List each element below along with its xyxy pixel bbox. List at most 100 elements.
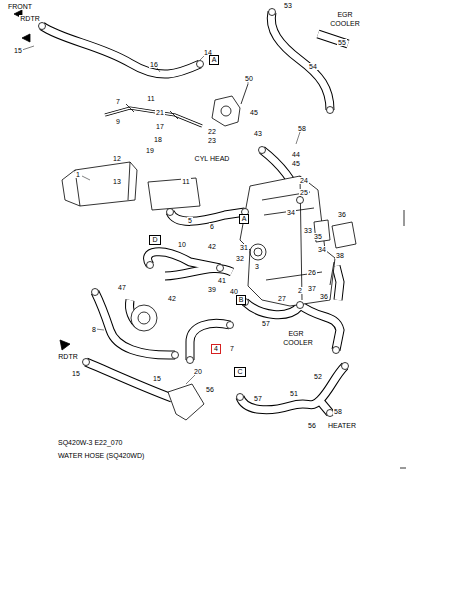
water-pipe — [105, 108, 202, 126]
box-letter: C — [237, 368, 242, 375]
oil-cooler-port — [138, 312, 150, 324]
callout-number: 50 — [244, 75, 254, 82]
callout-number: RDTR — [19, 15, 40, 22]
box-letter: D — [152, 236, 157, 243]
reference-box: 4 — [211, 344, 221, 354]
box-letter: 4 — [214, 345, 218, 352]
page-mark — [400, 468, 406, 469]
reference-box: D — [149, 235, 160, 245]
page-mark — [404, 210, 405, 226]
callout-number: 6 — [209, 223, 215, 230]
callout-number: 20 — [193, 368, 203, 375]
callout-number: 36 — [337, 211, 347, 218]
callout-number: 21 — [155, 109, 165, 116]
callout-number: 56 — [205, 386, 215, 393]
callout-number: 16 — [149, 61, 159, 68]
callout-number: 32 — [235, 255, 245, 262]
callout-number: 15 — [13, 47, 23, 54]
callout-number: 19 — [145, 147, 155, 154]
thermostat-housing — [240, 176, 335, 306]
callout-number: 7 — [115, 98, 121, 105]
housing-detail — [262, 176, 322, 300]
callout-number: 5 — [187, 217, 193, 224]
callout-number: 41 — [217, 277, 227, 284]
stud — [330, 262, 334, 285]
callout-number: 17 — [155, 123, 165, 130]
callout-number: 55 — [337, 39, 347, 46]
heat-shield — [62, 162, 137, 206]
callout-number: 27 — [277, 295, 287, 302]
callout-number: 22 — [207, 128, 217, 135]
callout-number: 18 — [153, 136, 163, 143]
callout-number: 36 — [319, 293, 329, 300]
reference-box: C — [234, 367, 245, 377]
front-arrow — [22, 34, 30, 42]
callout-number: 1 — [75, 171, 81, 178]
callout-number: 58 — [333, 408, 343, 415]
box-letter: A — [242, 215, 247, 222]
callout-number: FRONT — [7, 3, 33, 10]
reference-box: A — [239, 214, 250, 224]
callout-number: 58 — [297, 125, 307, 132]
callout-number: 31 — [239, 244, 249, 251]
leader-lines — [22, 46, 300, 384]
callout-number: 25 — [299, 189, 309, 196]
pipe-fitting — [168, 384, 204, 420]
hose-fill — [42, 12, 348, 413]
callout-number: 37 — [307, 285, 317, 292]
water-pipe-inner — [105, 108, 202, 126]
callout-number: EGR — [336, 11, 353, 18]
pipe-bracket — [126, 104, 178, 119]
callout-number: 38 — [335, 252, 345, 259]
box-letter: B — [239, 296, 244, 303]
callout-number: 11 — [181, 178, 190, 185]
callout-number: HEATER — [327, 422, 357, 429]
heat-shield-edge — [75, 162, 130, 206]
callout-number: 34 — [286, 209, 296, 216]
bracket-plate — [148, 178, 200, 210]
callout-number: 13 — [112, 178, 122, 185]
callout-number: 34 — [317, 246, 327, 253]
callout-number: 57 — [261, 320, 271, 327]
outlet-port — [221, 106, 231, 116]
callout-number: 57 — [253, 395, 263, 402]
callout-number: SQ420W-3 E22_070 — [57, 439, 123, 446]
callout-number: 52 — [313, 373, 323, 380]
callout-number: 42 — [167, 295, 177, 302]
flange — [314, 220, 330, 242]
callout-number: 33 — [303, 227, 313, 234]
hose-outline — [42, 12, 348, 413]
water-outlet — [212, 96, 240, 126]
callout-number: 3 — [254, 263, 260, 270]
callout-number: 45 — [249, 109, 259, 116]
thermostat-core — [254, 248, 262, 256]
callout-number: 51 — [289, 390, 299, 397]
bolt — [241, 84, 248, 104]
callout-number: 10 — [177, 241, 187, 248]
callout-number: 8 — [91, 326, 97, 333]
callout-number: COOLER — [282, 339, 314, 346]
callout-number: 39 — [207, 286, 217, 293]
box-letter: A — [212, 56, 217, 63]
callout-number: 35 — [313, 233, 323, 240]
callout-number: 47 — [117, 284, 127, 291]
reference-box: B — [236, 295, 247, 305]
callout-number: 40 — [229, 288, 239, 295]
callout-number: 44 — [291, 151, 301, 158]
callout-number: 24 — [299, 177, 309, 184]
callout-number: 15 — [71, 370, 81, 377]
callout-number: 54 — [308, 63, 318, 70]
reference-box: A — [209, 55, 220, 65]
callout-number: 7 — [229, 345, 235, 352]
rdtr-arrow — [60, 340, 70, 350]
oil-cooler — [131, 305, 157, 331]
callout-number: 23 — [207, 137, 217, 144]
thermostat — [250, 244, 266, 260]
callout-number: 9 — [115, 118, 121, 125]
callout-number: COOLER — [329, 20, 361, 27]
callout-number: EGR — [287, 330, 304, 337]
callout-number: CYL HEAD — [194, 155, 231, 162]
egr-bracket — [332, 222, 356, 248]
